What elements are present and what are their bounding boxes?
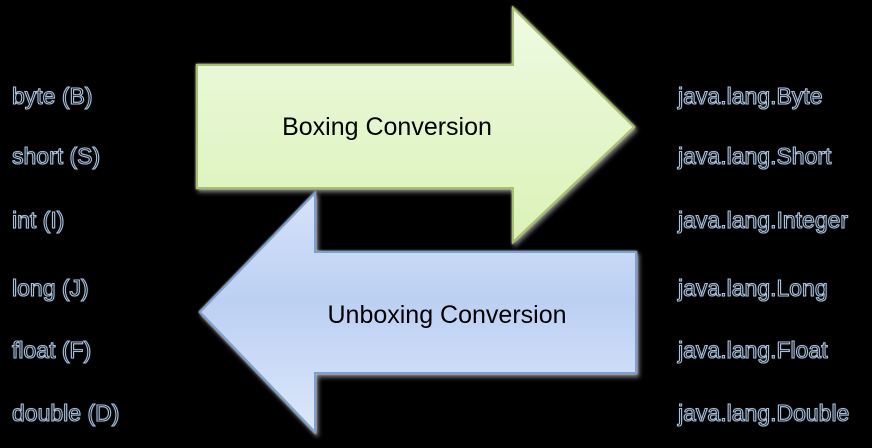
primitive-type-label: double (D) [11, 399, 120, 426]
unboxing-arrow-shape [198, 190, 637, 435]
primitive-type-label: long (J) [11, 274, 89, 301]
boxing-arrow [196, 5, 636, 245]
primitive-type-label: int (I) [11, 206, 65, 233]
wrapper-class-label: java.lang.Float [677, 336, 828, 363]
unboxing-arrow [198, 190, 637, 435]
wrapper-class-label: java.lang.Byte [677, 82, 823, 109]
primitive-type-label: byte (B) [11, 82, 93, 109]
boxing-arrow-shape [196, 5, 636, 245]
boxing-arrow-caption: Boxing Conversion [282, 113, 492, 141]
unboxing-arrow-caption: Unboxing Conversion [327, 301, 567, 329]
wrapper-class-label: java.lang.Double [677, 399, 850, 426]
wrapper-class-label: java.lang.Short [677, 142, 832, 169]
primitive-type-label: float (F) [11, 336, 92, 363]
wrapper-class-label: java.lang.Integer [677, 206, 849, 233]
primitive-type-label: short (S) [11, 142, 101, 169]
wrapper-class-label: java.lang.Long [677, 274, 828, 301]
